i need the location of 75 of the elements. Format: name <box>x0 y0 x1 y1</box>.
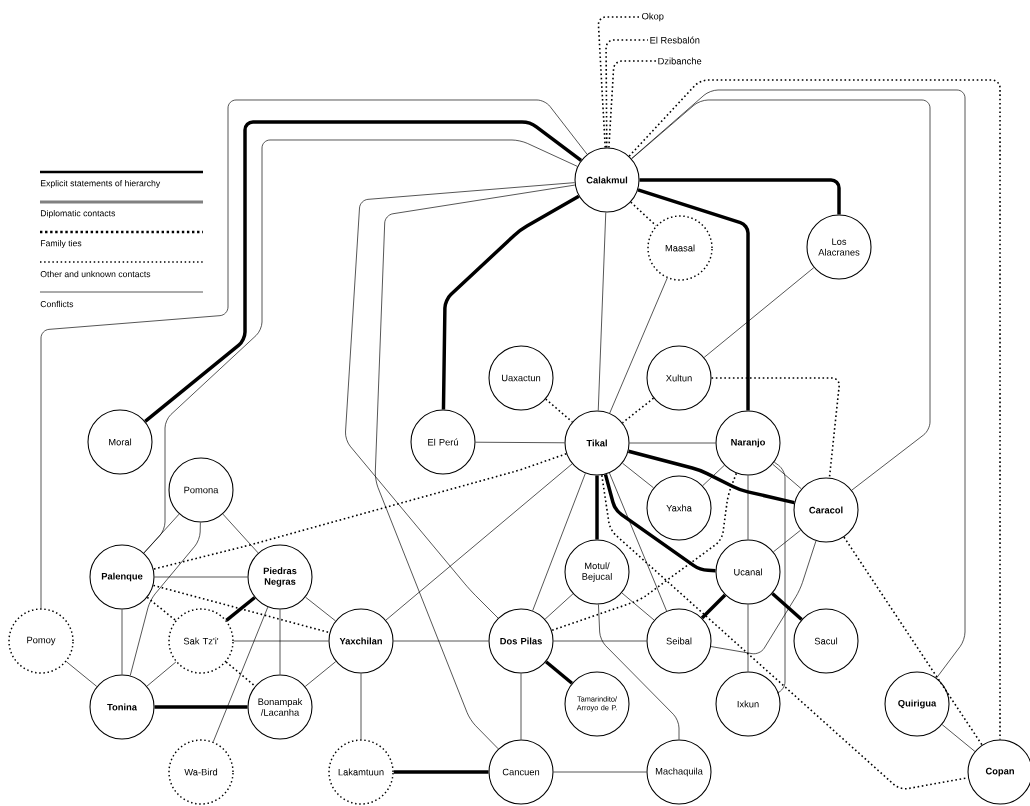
connector-line <box>154 705 248 709</box>
connector-line <box>608 60 657 149</box>
legend-label: Other and unknown contacts <box>40 270 151 278</box>
site-label: Okop <box>642 12 664 22</box>
connector-line <box>553 771 647 773</box>
connector-line <box>550 472 738 632</box>
connector-line <box>225 661 256 687</box>
connector-line <box>385 463 573 621</box>
connector-line <box>628 449 795 505</box>
connector-line <box>304 661 337 687</box>
connector-line <box>279 609 281 675</box>
connector-line <box>772 463 802 490</box>
connector-line <box>40 99 588 609</box>
connector-line <box>773 461 786 694</box>
connector-line <box>532 473 586 611</box>
connector-line <box>747 475 749 540</box>
connector-line <box>144 120 583 423</box>
connector-line <box>771 592 803 621</box>
connector-line <box>637 188 750 411</box>
connector-line <box>941 724 976 752</box>
connector-line <box>598 604 680 740</box>
connector-line <box>345 182 575 619</box>
connector-line <box>609 277 668 414</box>
connector-line <box>621 397 655 424</box>
connector-line <box>710 540 817 655</box>
connector-line <box>360 673 362 740</box>
legend-label: Conflicts <box>40 300 74 308</box>
connector-line <box>152 584 331 634</box>
connector-line <box>629 442 716 444</box>
connector-line <box>843 536 983 746</box>
legend-label: Family ties <box>41 239 82 249</box>
connector-line <box>609 472 667 612</box>
connector-line <box>212 606 269 742</box>
connector-line <box>597 212 607 411</box>
connector-line <box>700 593 727 620</box>
connector-line <box>544 398 574 423</box>
connector-line <box>233 640 329 642</box>
connector-line <box>374 184 576 750</box>
connector-line <box>121 609 123 675</box>
connector-line <box>773 529 801 553</box>
connector-line <box>152 452 568 570</box>
site-label: El Resbalón <box>650 36 700 44</box>
connector-line <box>703 267 815 358</box>
connector-line <box>544 593 574 620</box>
connector-line <box>154 576 248 578</box>
connector-line <box>146 596 177 622</box>
connector-line <box>475 441 565 444</box>
connector-line <box>553 640 647 642</box>
connector-line <box>520 673 522 740</box>
connector-line <box>747 604 749 672</box>
connector-line <box>702 464 725 487</box>
connector-line <box>146 661 177 687</box>
connector-line <box>544 660 574 685</box>
connector-line <box>225 596 256 622</box>
connector-line <box>603 473 716 573</box>
site-label: Dzibanche <box>658 57 702 65</box>
connector-line <box>597 16 641 149</box>
connector-line <box>631 89 966 679</box>
connector-line <box>305 596 336 622</box>
connector-line <box>393 640 489 642</box>
legend-label: Diplomatic contacts <box>41 209 116 219</box>
connector-line <box>143 513 180 554</box>
connector-line <box>441 194 580 410</box>
connector-line <box>639 178 841 215</box>
connector-line <box>222 513 259 554</box>
connector-line <box>393 770 489 774</box>
connector-line <box>595 475 599 540</box>
connector-line <box>710 377 840 479</box>
connector-line <box>622 462 654 489</box>
legend-label: Explicit statements of hierarchy <box>41 179 161 189</box>
connector-line <box>66 661 98 687</box>
connector-line <box>129 522 201 676</box>
connector-line <box>630 201 657 227</box>
connector-line <box>605 39 649 149</box>
connector-line <box>621 592 655 621</box>
